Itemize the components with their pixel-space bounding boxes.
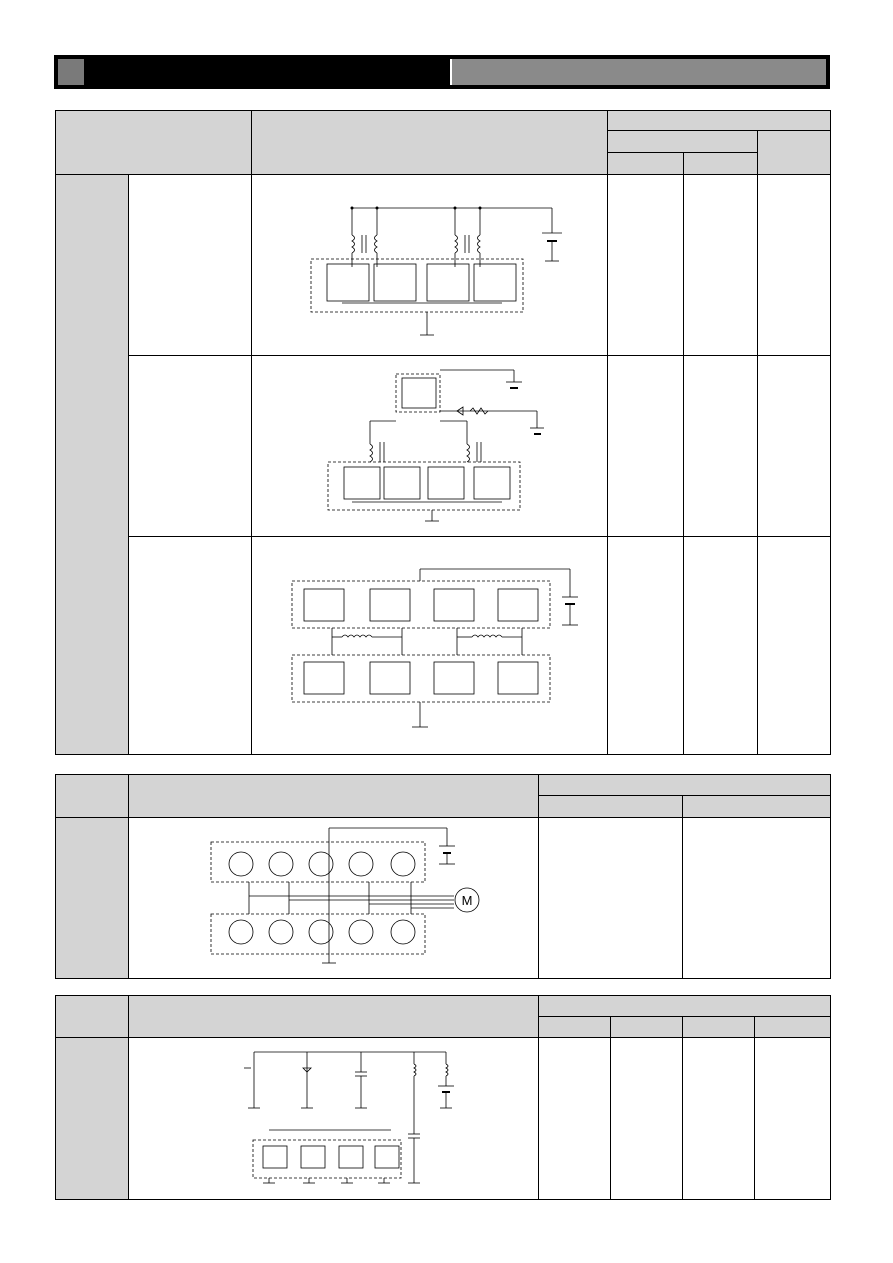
t3-row-circuit — [128, 1037, 539, 1200]
t1-row1-value-c — [756, 174, 832, 356]
t2-header-col4 — [682, 795, 831, 818]
t1-row2-value-c — [756, 355, 832, 537]
t1-row1-label — [128, 174, 252, 356]
t1-row3-circuit — [251, 536, 608, 755]
t3-header-circuit — [128, 995, 539, 1038]
t3-row-value-d — [754, 1037, 831, 1200]
t3-row-value-c — [682, 1037, 755, 1200]
t1-row3-value-a — [607, 536, 684, 755]
t2-header-group — [538, 774, 831, 796]
section-subtitle-box — [450, 59, 826, 85]
t3-header-col4 — [610, 1016, 683, 1038]
t1-header-circuit — [251, 110, 608, 175]
circuit-table-3 — [55, 995, 831, 1200]
t1-header-subgroup — [607, 130, 758, 153]
protection-circuit-diagram — [244, 1051, 454, 1184]
t3-header-col5 — [682, 1016, 755, 1038]
circuit-table-1 — [55, 110, 832, 755]
full-bridge-inductor-circuit — [291, 568, 578, 728]
t3-header-col3 — [538, 1016, 611, 1038]
t1-row3-label — [128, 536, 252, 755]
t1-row3-value-c — [756, 536, 832, 755]
t1-row2-value-b — [683, 355, 758, 537]
t2-row-value-b — [682, 817, 831, 979]
t2-header-item — [55, 774, 129, 818]
section-number-box — [58, 59, 84, 85]
t1-row1-circuit — [251, 174, 608, 356]
t3-header-group — [538, 995, 831, 1017]
t2-header-circuit — [128, 774, 539, 818]
t1-row3-value-b — [683, 536, 758, 755]
t3-row-value-a — [538, 1037, 611, 1200]
half-bridge-transformer-circuit — [310, 206, 562, 336]
stacked-switch-transformer-circuit — [327, 369, 544, 522]
t1-row1-value-a — [607, 174, 684, 356]
t3-header-item — [55, 995, 129, 1038]
t3-header-col6 — [754, 1016, 831, 1038]
section-header-bar — [54, 55, 830, 89]
t1-row2-circuit — [251, 355, 608, 537]
motor-symbol: M — [462, 893, 473, 908]
t1-header-col4 — [607, 152, 684, 175]
t2-row-label — [55, 817, 129, 979]
t3-row-label — [55, 1037, 129, 1200]
t1-row1-value-b — [683, 174, 758, 356]
t2-row-value-a — [538, 817, 683, 979]
t1-header-col6 — [756, 130, 832, 175]
t2-row-circuit: M — [128, 817, 539, 979]
t3-row-value-b — [610, 1037, 683, 1200]
t1-group-cell — [55, 174, 129, 755]
t1-header-col5 — [683, 152, 758, 175]
t1-header-item — [55, 110, 252, 175]
circuit-table-2: M — [55, 774, 831, 979]
t2-header-col3 — [538, 795, 683, 818]
t1-row2-label — [128, 355, 252, 537]
three-phase-motor-drive-circuit: M — [210, 827, 480, 964]
t1-header-group — [606, 110, 832, 131]
t1-row2-value-a — [607, 355, 684, 537]
